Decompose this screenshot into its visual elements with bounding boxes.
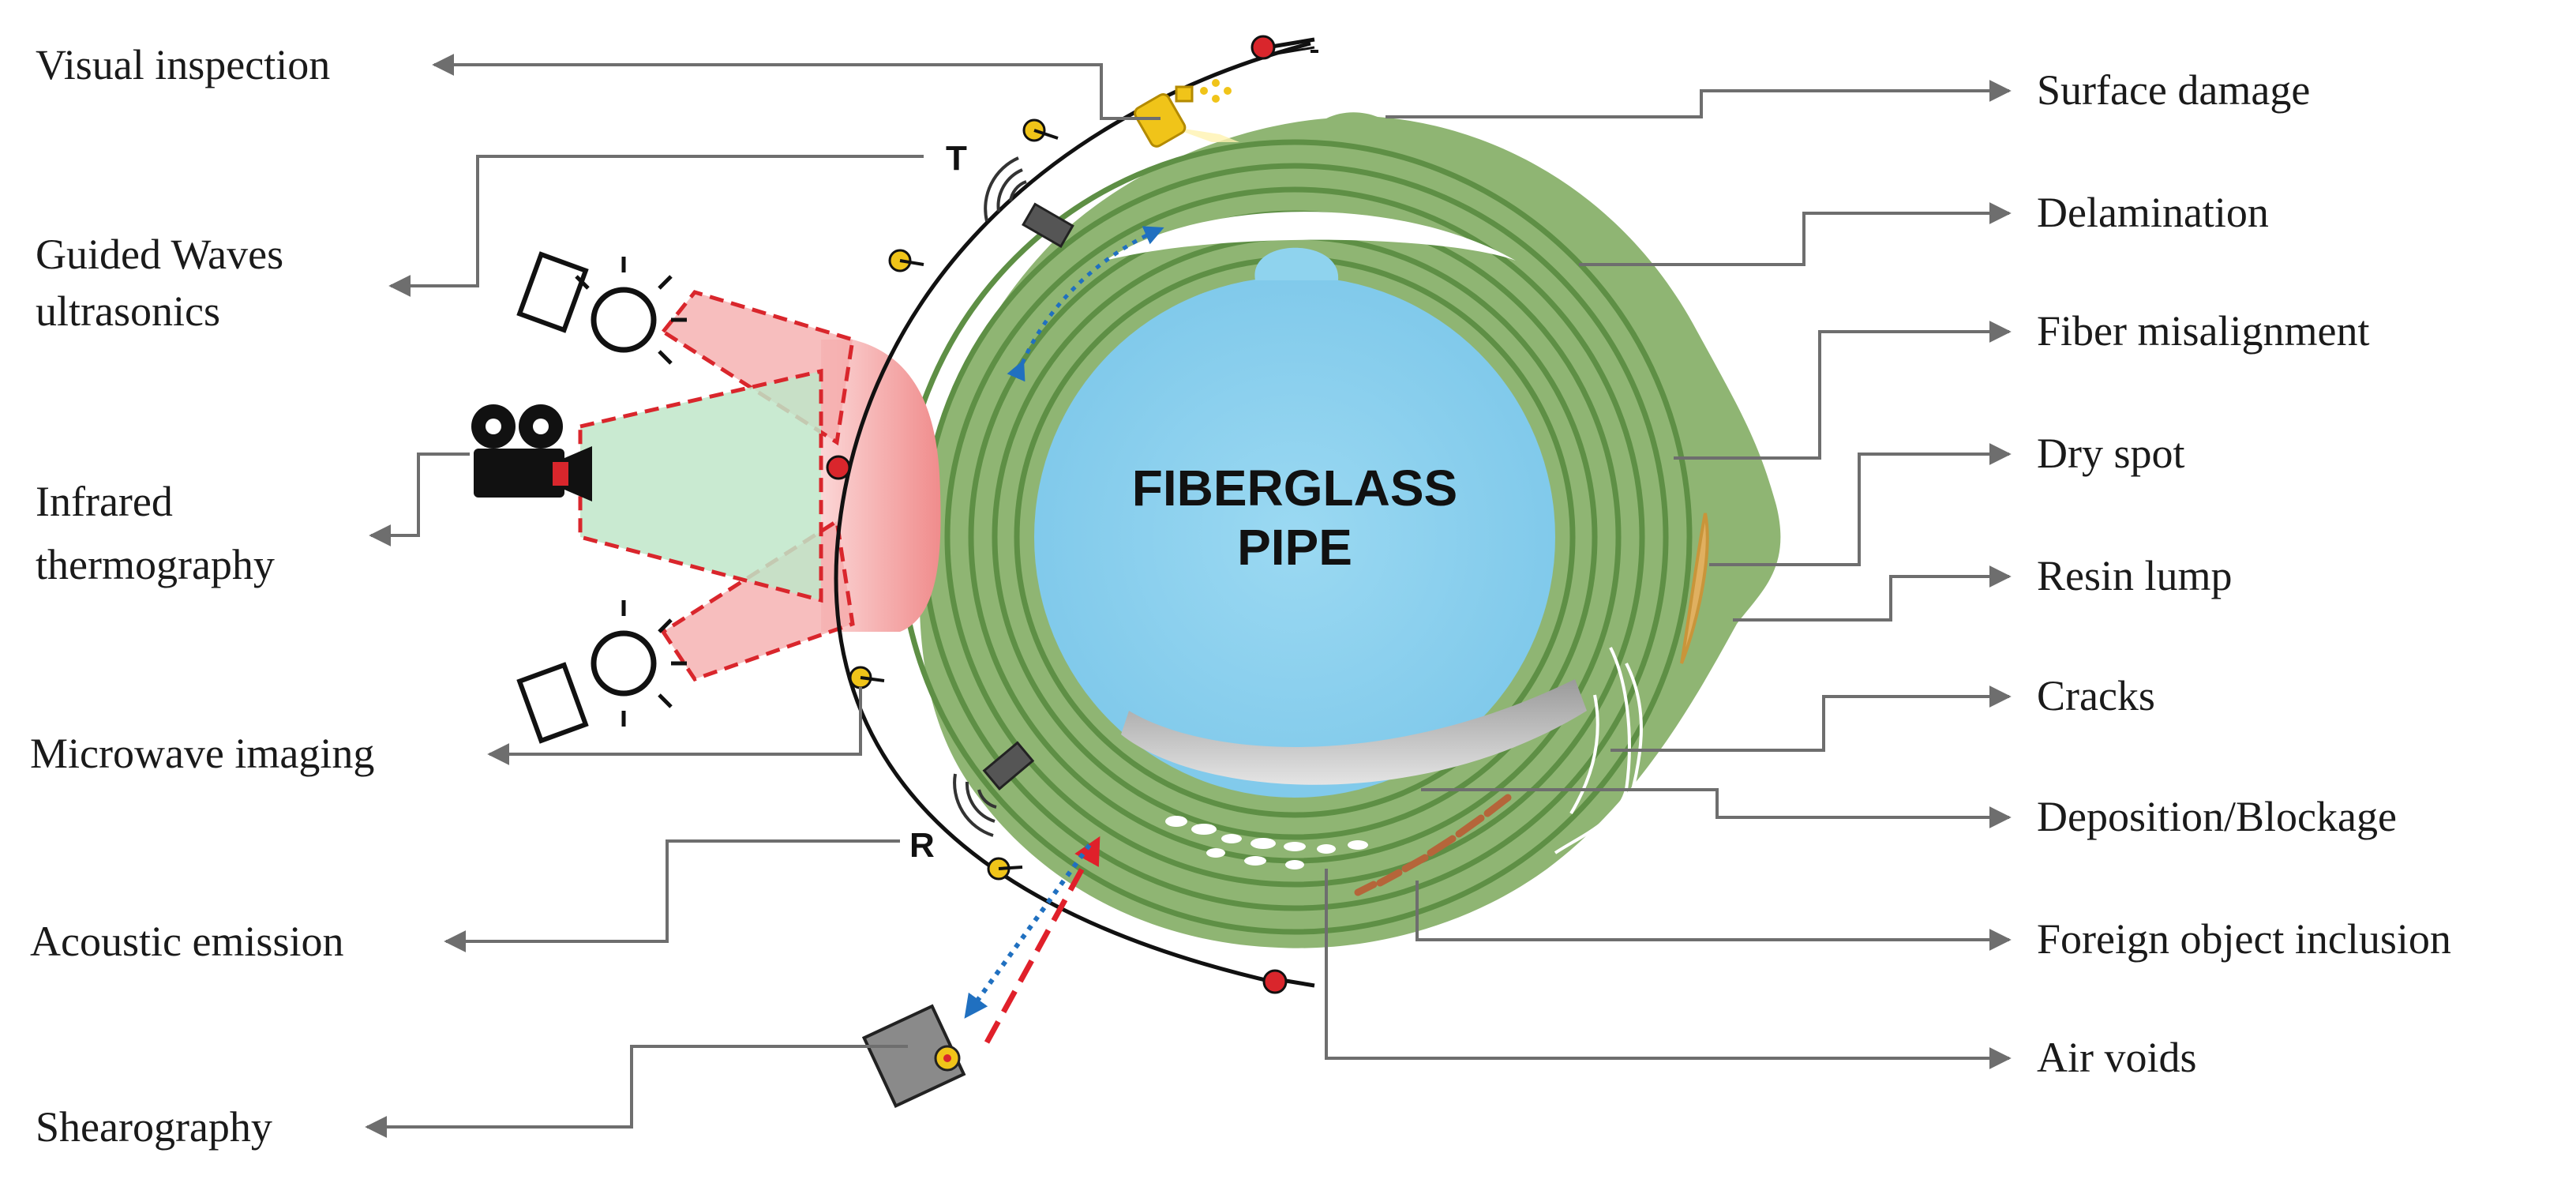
label-guided-waves: Guided Waves <box>36 231 283 278</box>
label-delamination: Delamination <box>2037 189 2269 236</box>
label-guided-waves-line2: ultrasonics <box>36 287 220 335</box>
guided-wave-path <box>1007 226 1164 382</box>
label-foreign-object-inclusion: Foreign object inclusion <box>2037 915 2451 963</box>
lamp-upper-icon <box>516 251 687 365</box>
receiver-marker: R <box>909 826 935 865</box>
center-title-line1: FIBERGLASS <box>1132 460 1457 516</box>
rail-end-bottom <box>1262 969 1288 994</box>
label-infrared: Infrared <box>36 478 173 525</box>
label-infrared-line2: thermography <box>36 541 275 588</box>
label-microwave-imaging: Microwave imaging <box>30 730 374 777</box>
rail-end-top <box>1251 35 1276 60</box>
label-fiber-misalignment: Fiber misalignment <box>2037 307 2369 355</box>
rail-center-sensor <box>826 455 851 480</box>
label-surface-damage: Surface damage <box>2037 66 2310 114</box>
camera-view-cone <box>578 368 823 603</box>
label-visual-inspection: Visual inspection <box>36 41 330 88</box>
lamp-lower-icon <box>516 600 687 744</box>
bore-bump <box>1254 247 1339 280</box>
shearography-device-icon <box>861 1004 966 1109</box>
resin-lump <box>1680 513 1709 664</box>
ultrasonic-transducer-top-icon <box>984 156 1074 249</box>
air-voids <box>1165 816 1368 869</box>
label-dry-spot: Dry spot <box>2037 430 2185 477</box>
defect-leader-lines <box>1325 80 2012 1069</box>
shearography-laser-return <box>964 843 1092 1019</box>
label-deposition-blockage: Deposition/Blockage <box>2037 793 2397 840</box>
pipe-bore <box>1034 276 1555 798</box>
deposition-blockage <box>1121 679 1587 785</box>
visual-inspection-device-icon <box>1134 79 1239 148</box>
method-leader-lines <box>365 54 1161 1138</box>
ultrasonic-transducer-bottom-icon <box>953 741 1035 837</box>
center-title-line2: PIPE <box>1237 519 1352 576</box>
label-resin-lump: Resin lump <box>2037 552 2233 599</box>
infrared-setup <box>471 251 941 744</box>
infrared-camera-icon <box>471 404 592 501</box>
label-shearography: Shearography <box>36 1103 272 1151</box>
transmitter-marker: T <box>946 139 967 178</box>
label-air-voids: Air voids <box>2037 1034 2197 1081</box>
label-acoustic-emission: Acoustic emission <box>30 918 343 965</box>
heat-zone <box>821 340 941 632</box>
foreign-object-inclusion <box>1354 794 1512 896</box>
shearography-laser-out <box>984 836 1101 1044</box>
fiberglass-pipe: FIBERGLASS PIPE <box>897 112 1781 948</box>
delamination-gap <box>1105 212 1516 261</box>
label-cracks: Cracks <box>2037 672 2155 719</box>
